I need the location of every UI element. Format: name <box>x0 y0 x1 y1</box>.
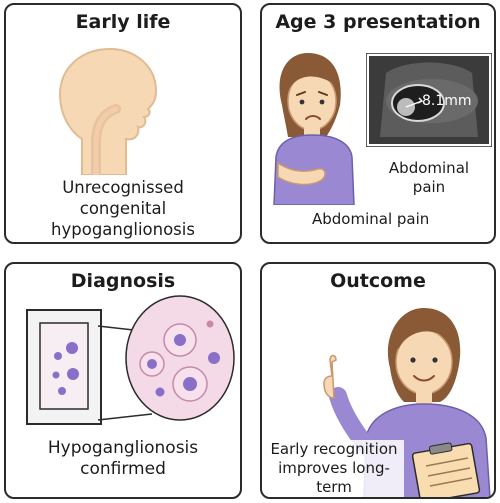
ultrasound-image-icon <box>366 53 492 147</box>
ultrasound-caption-line: pain <box>412 178 446 196</box>
panel-title-age-3: Age 3 presentation <box>275 11 481 33</box>
caption-line: congenital <box>79 199 167 218</box>
caption-line: hypoganglionosis <box>51 220 195 239</box>
girl-pointing-icon <box>323 308 491 497</box>
caption-line: term management <box>316 478 352 496</box>
panel-diagnosis: Diagnosis Hypoganglionosis confirmed <box>4 262 242 499</box>
microscope-slide-icon <box>26 309 102 425</box>
panel-title-early-life: Early life <box>75 11 171 33</box>
panel-title-outcome: Outcome <box>330 270 426 292</box>
magnified-cells-icon <box>125 295 235 421</box>
panel-title-diagnosis: Diagnosis <box>70 270 176 292</box>
panel-early-life: Early life Unrecognissed congenital hypo… <box>4 3 242 244</box>
caption-line: Unrecognissed <box>62 178 184 197</box>
girl-holding-stomach-icon <box>273 53 355 205</box>
infant-silhouette-icon <box>58 47 158 175</box>
caption-line: Early recognition <box>270 440 398 458</box>
caption-line: improves long- <box>278 459 390 477</box>
panel-caption-age-3: Abdominal pain <box>312 210 430 228</box>
caption-line: Hypoganglionosis <box>47 438 199 458</box>
panel-outcome: Outcome Early recognition improves long-… <box>260 262 496 499</box>
ultrasound-caption-line: Abdominal <box>388 159 470 177</box>
ultrasound-measurement: 8.1mm <box>422 93 472 109</box>
caption-line: confirmed <box>80 459 166 479</box>
panel-age-3-presentation: Age 3 presentation 8.1mm Abdominal pain … <box>260 3 496 244</box>
